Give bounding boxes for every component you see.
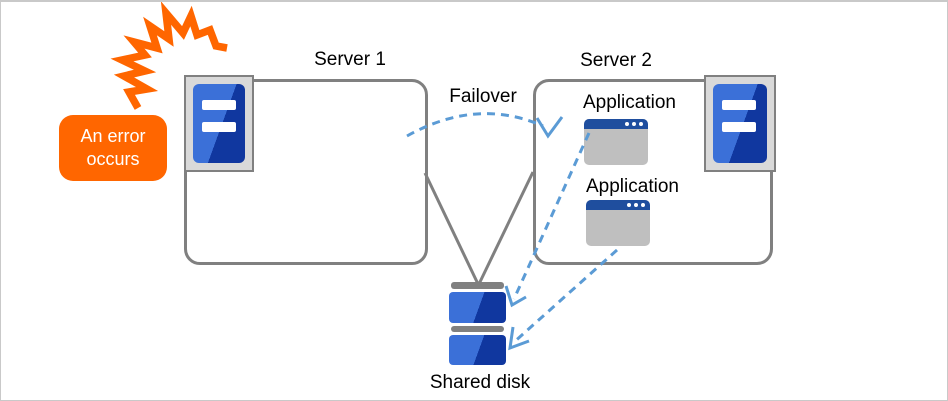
server-slot-icon [722, 100, 756, 110]
server1-label: Server 1 [314, 49, 386, 70]
window-titlebar [586, 200, 650, 210]
server-slot-icon [722, 122, 756, 132]
window-dot-icon [641, 203, 645, 207]
disk-platter [449, 292, 506, 323]
window-dot-icon [639, 122, 643, 126]
shared-disk-label: Shared disk [429, 372, 531, 393]
disk-platter [449, 335, 506, 365]
server-slot-icon [202, 100, 236, 110]
server2-icon [704, 75, 776, 172]
application1-window-icon [584, 119, 648, 165]
failover-label: Failover [449, 86, 517, 107]
server1-icon [184, 75, 254, 172]
error-badge: An error occurs [59, 115, 167, 181]
application1-label: Application [583, 92, 676, 113]
app1-disk-arrowhead-icon [504, 285, 527, 308]
server-slot-icon [202, 122, 236, 132]
server-tower-icon [713, 84, 767, 163]
application2-window-icon [586, 200, 650, 246]
window-dot-icon [634, 203, 638, 207]
error-badge-line2: occurs [86, 149, 140, 169]
server-tower-icon [193, 84, 245, 163]
disk-cap [451, 326, 504, 332]
disk-cap [451, 282, 504, 289]
app2-disk-arrowhead-icon [508, 326, 530, 351]
window-dot-icon [625, 122, 629, 126]
server2-label: Server 2 [580, 50, 652, 71]
application2-label: Application [586, 176, 679, 197]
window-titlebar [584, 119, 648, 129]
window-dot-icon [627, 203, 631, 207]
server1-disk-link [423, 172, 480, 285]
shared-disk-icon [449, 282, 506, 365]
error-badge-line1: An error [80, 126, 146, 146]
window-dot-icon [632, 122, 636, 126]
server2-disk-link [477, 171, 535, 285]
